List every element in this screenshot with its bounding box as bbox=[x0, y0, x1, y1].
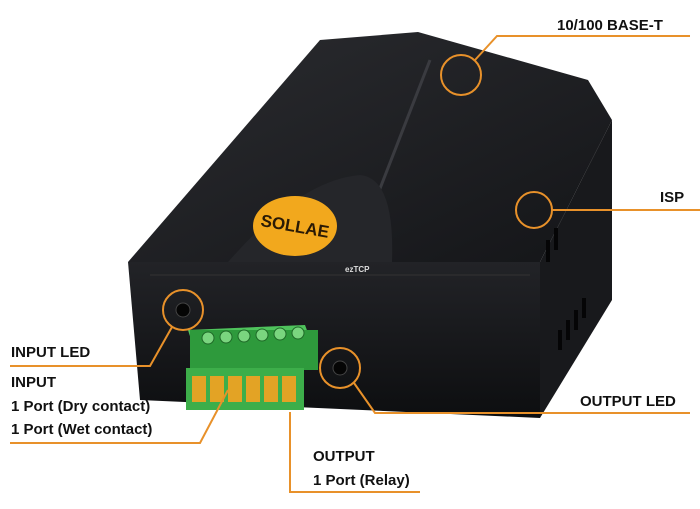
device-top bbox=[128, 32, 612, 262]
label-input-title: INPUT bbox=[11, 374, 56, 391]
label-input-dry: 1 Port (Dry contact) bbox=[11, 398, 151, 415]
label-output-title: OUTPUT bbox=[313, 448, 375, 465]
output-led bbox=[332, 360, 348, 376]
label-output-led: OUTPUT LED bbox=[580, 393, 676, 410]
input-led-highlight bbox=[162, 289, 204, 331]
label-ethernet: 10/100 BASE-T bbox=[557, 17, 663, 34]
sollae-logo bbox=[253, 196, 337, 256]
terminal-block bbox=[186, 325, 318, 410]
label-output-relay: 1 Port (Relay) bbox=[313, 472, 410, 489]
label-isp: ISP bbox=[660, 189, 685, 206]
label-input-wet: 1 Port (Wet contact) bbox=[11, 421, 153, 438]
input-led bbox=[175, 302, 191, 318]
label-input-led: INPUT LED bbox=[11, 344, 91, 361]
svg-text:ezTCP: ezTCP bbox=[345, 265, 370, 274]
ethernet-highlight bbox=[440, 54, 482, 96]
output-led-highlight bbox=[319, 347, 361, 389]
